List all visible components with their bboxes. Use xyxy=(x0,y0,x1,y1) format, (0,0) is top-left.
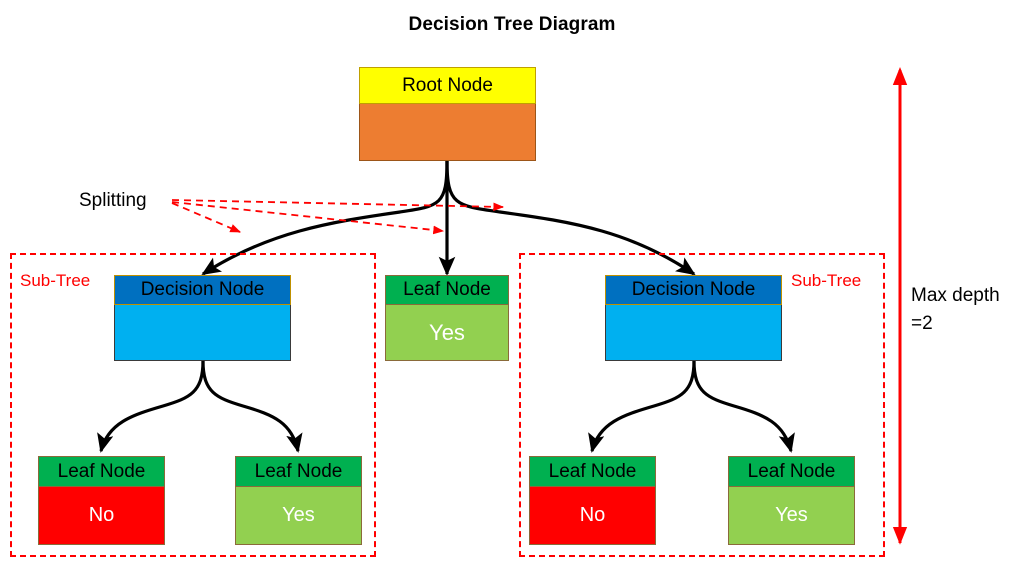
node-leaf-right-no-body: No xyxy=(529,487,656,545)
splitting-arrow-center xyxy=(171,201,445,235)
subtree-box-left xyxy=(10,253,376,557)
subtree-label-left: Sub-Tree xyxy=(20,271,91,290)
node-leaf-center-body: Yes xyxy=(385,305,509,361)
node-leaf-left-yes[interactable]: Leaf Node Yes xyxy=(235,456,362,545)
subtree-label-right: Sub-Tree xyxy=(791,271,862,290)
max-depth-line-2: =2 xyxy=(911,312,933,334)
node-leaf-right-yes-body: Yes xyxy=(728,487,855,545)
node-decision-left-header: Decision Node xyxy=(114,275,291,305)
splitting-arrow-left xyxy=(171,202,241,233)
node-decision-left[interactable]: Decision Node xyxy=(114,275,291,361)
node-root-header: Root Node xyxy=(359,67,536,104)
node-leaf-right-no[interactable]: Leaf Node No xyxy=(529,456,656,545)
node-decision-right[interactable]: Decision Node xyxy=(605,275,782,361)
node-decision-left-body xyxy=(114,305,291,361)
node-leaf-right-no-header: Leaf Node xyxy=(529,456,656,487)
node-leaf-center-header: Leaf Node xyxy=(385,275,509,305)
node-leaf-right-yes-header: Leaf Node xyxy=(728,456,855,487)
node-leaf-left-no-body: No xyxy=(38,487,165,545)
node-decision-right-body xyxy=(605,305,782,361)
node-leaf-left-no-header: Leaf Node xyxy=(38,456,165,487)
node-root[interactable]: Root Node xyxy=(359,67,536,161)
node-root-body xyxy=(359,104,536,161)
max-depth-label: Max depth =2 xyxy=(911,282,1000,337)
node-leaf-center[interactable]: Leaf Node Yes xyxy=(385,275,509,361)
max-depth-line-1: Max depth xyxy=(911,285,1000,306)
node-leaf-left-yes-body: Yes xyxy=(235,487,362,545)
node-leaf-right-yes[interactable]: Leaf Node Yes xyxy=(728,456,855,545)
page-title: Decision Tree Diagram xyxy=(408,14,616,35)
node-leaf-left-yes-header: Leaf Node xyxy=(235,456,362,487)
subtree-box-right xyxy=(519,253,885,557)
splitting-label: Splitting xyxy=(79,190,147,211)
node-leaf-left-no[interactable]: Leaf Node No xyxy=(38,456,165,545)
node-decision-right-header: Decision Node xyxy=(605,275,782,305)
splitting-arrow-right xyxy=(171,199,505,212)
